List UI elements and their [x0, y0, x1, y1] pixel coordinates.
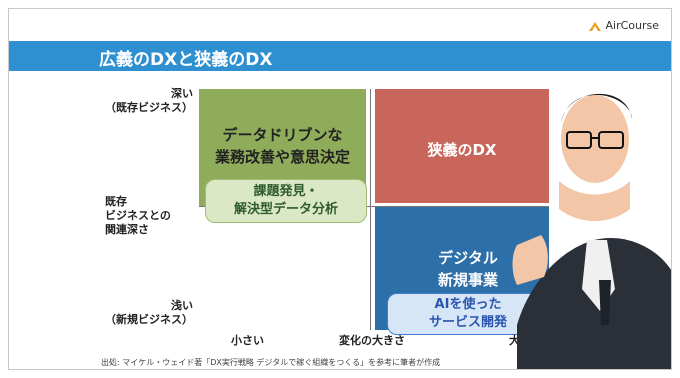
- quadrant-top-right: [375, 89, 549, 203]
- quadrant-text-bottom-right: デジタル 新規事業: [413, 247, 523, 291]
- quadrant-text-top-left: データドリブンな 業務改善や意思決定: [199, 124, 366, 168]
- bubble-line: 課題発見・: [253, 184, 319, 199]
- mountain-icon: [589, 21, 602, 31]
- slide-title: 広義のDXと狭義のDX: [99, 50, 273, 70]
- axis-line: 浅い: [171, 299, 193, 312]
- bubble-line: 解決型データ分析: [233, 202, 338, 217]
- brand-name: AirCourse: [605, 19, 659, 32]
- slide-frame: AirCourse 広義のDXと狭義のDX データドリブンな 業務改善や意思決定…: [8, 8, 672, 370]
- quadrant-text-line: 業務改善や意思決定: [214, 148, 350, 166]
- quadrant-text-line: 新規事業: [437, 271, 498, 289]
- y-axis-top-label: 深い （既存ビジネス）: [83, 87, 193, 115]
- vertical-divider: [370, 89, 371, 330]
- axis-line: 関連深さ: [105, 223, 149, 236]
- y-axis-bottom-label: 浅い （新規ビジネス）: [83, 299, 193, 327]
- axis-line: 深い: [171, 87, 193, 100]
- bubble-line: サービス開発: [428, 315, 507, 330]
- horizontal-divider: [199, 206, 549, 207]
- quadrant-text-top-right: 狭義のDX: [427, 141, 497, 159]
- axis-line: （既存ビジネス）: [105, 101, 193, 114]
- source-note: 出処: マイケル・ウェイド著「DX実行戦略 デジタルで稼ぐ組織をつくる」を参考に…: [101, 358, 441, 367]
- x-axis-middle-label: 変化の大きさ: [339, 334, 405, 347]
- axis-line: 既存: [105, 195, 127, 208]
- brand: AirCourse: [589, 19, 659, 32]
- title-bar: 広義のDXと狭義のDX: [9, 41, 671, 71]
- axis-line: （新規ビジネス）: [105, 313, 193, 326]
- quadrant-text-line: データドリブンな: [222, 126, 343, 144]
- axis-line: ビジネスとの: [105, 209, 171, 222]
- quadrant-text-line: デジタル: [438, 249, 498, 267]
- y-axis-middle-label: 既存 ビジネスとの 関連深さ: [105, 195, 171, 237]
- bubble-line: AIを使った: [434, 297, 502, 312]
- x-axis-small-label: 小さい: [231, 334, 264, 347]
- presenter-image: [512, 93, 671, 369]
- green-bubble: 課題発見・ 解決型データ分析: [205, 179, 367, 223]
